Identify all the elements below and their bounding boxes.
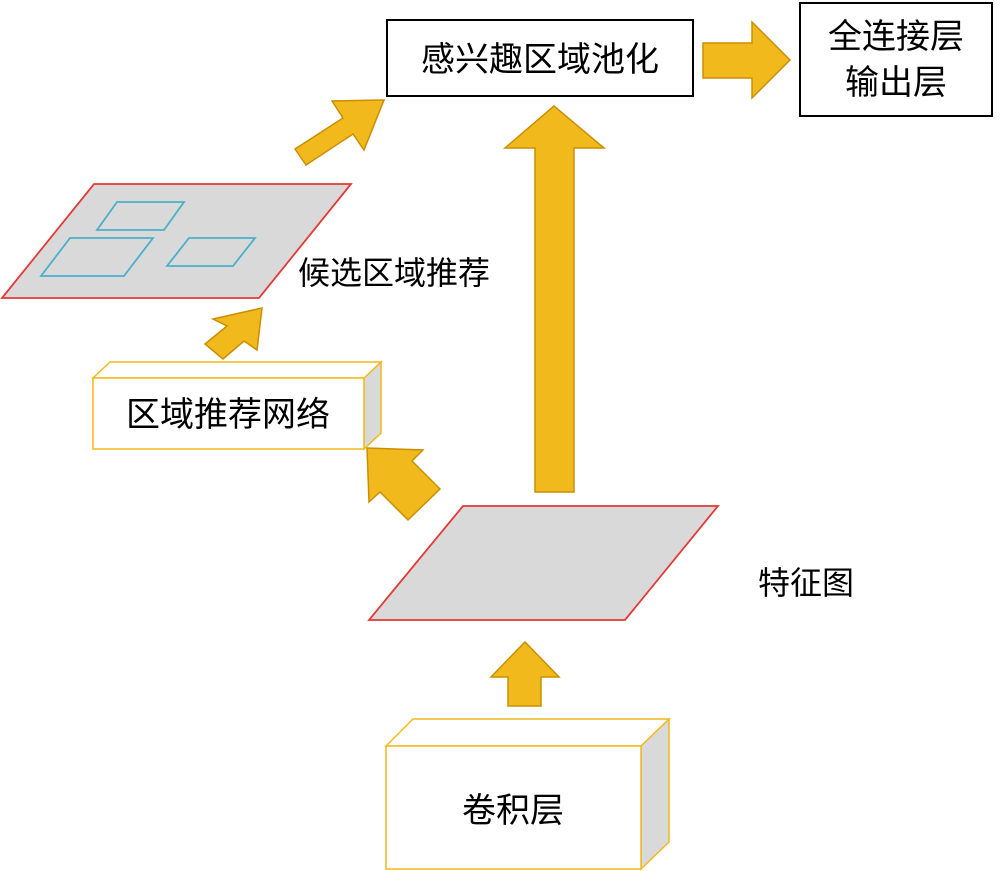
proposal-box-1 xyxy=(95,201,186,231)
feature-map-node: 特征图 xyxy=(367,505,854,621)
rpn-box-top xyxy=(91,361,383,379)
rpn-node: 区域推荐网络 xyxy=(91,360,383,451)
arrow-rpn-to-proposals xyxy=(203,307,263,360)
feature-map-plane xyxy=(367,505,720,621)
output-label-line1: 全连接层 xyxy=(828,17,964,57)
conv-node: 卷积层 xyxy=(384,717,671,871)
conv-box-front xyxy=(385,745,642,870)
rpn-label: 区域推荐网络 xyxy=(126,395,330,435)
proposal-label: 候选区域推荐 xyxy=(298,254,490,292)
arrow-proposals-to-roi xyxy=(293,99,386,167)
output-box xyxy=(799,2,993,117)
proposal-plane-node: 候选区域推荐 xyxy=(0,183,490,299)
arrow-feature-to-rpn xyxy=(366,447,442,522)
roi-pooling-box xyxy=(386,19,694,97)
proposal-plane xyxy=(0,183,353,299)
arrow-conv-to-feature xyxy=(489,640,561,707)
output-node: 全连接层 输出层 xyxy=(799,2,993,117)
conv-box-top xyxy=(384,718,671,747)
rpn-box-front xyxy=(92,377,365,450)
roi-pooling-node: 感兴趣区域池化 xyxy=(386,19,694,97)
proposal-box-2 xyxy=(39,237,155,277)
output-label-line2: 输出层 xyxy=(845,63,947,103)
proposal-box-3 xyxy=(165,237,257,267)
feature-map-label: 特征图 xyxy=(758,564,854,602)
roi-pooling-label: 感兴趣区域池化 xyxy=(421,40,659,80)
arrow-feature-to-roi xyxy=(502,105,607,493)
arrow-roi-to-output xyxy=(702,20,792,100)
conv-label: 卷积层 xyxy=(462,791,564,831)
